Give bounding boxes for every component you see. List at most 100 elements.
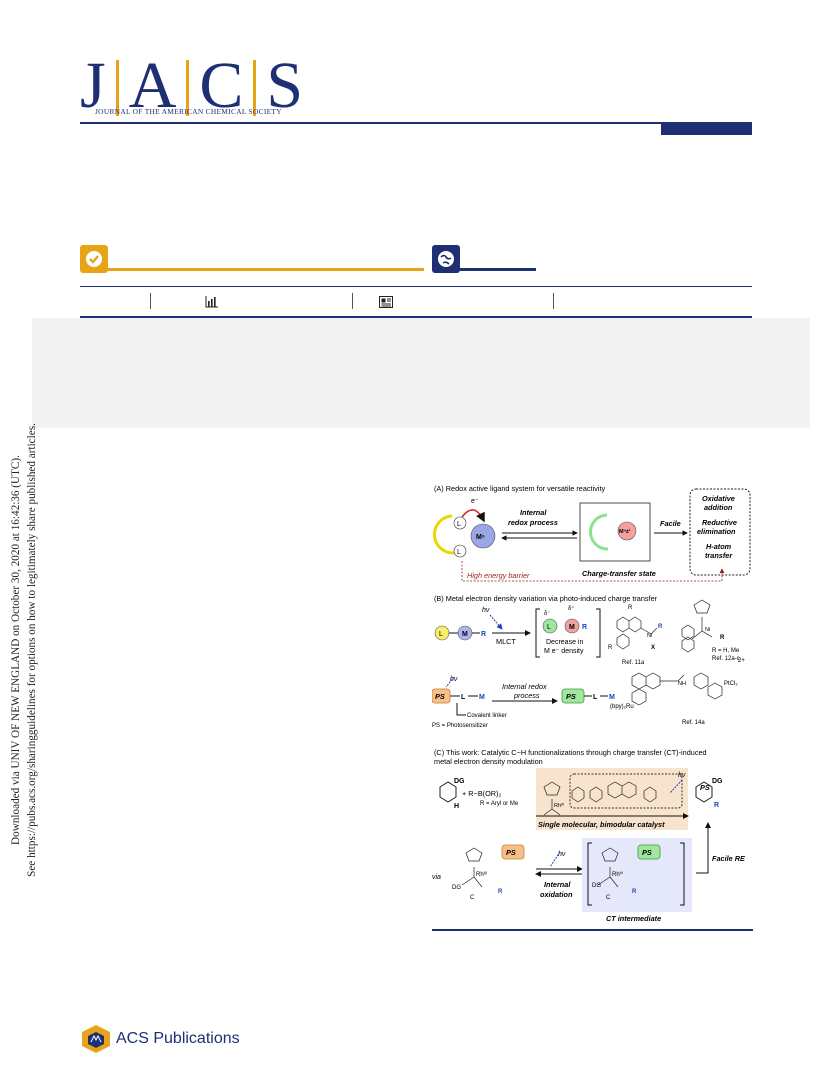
ps-label-c: PS [506, 848, 516, 857]
facile-re-label: Facile RE [712, 854, 746, 863]
density-label: M e⁻ density [544, 648, 584, 655]
metal-label-ct: M [569, 624, 575, 631]
dg-label-mech: DG [452, 885, 461, 891]
logo-divider [186, 60, 190, 116]
logo-letter-a: A [128, 49, 177, 122]
ps-label: PS [435, 692, 445, 701]
c-label-ct: C [606, 895, 611, 901]
download-note-line1: Downloaded via UNIV OF NEW ENGLAND on Oc… [10, 455, 22, 845]
panel-c-title-2: metal electron density modulation [434, 757, 543, 766]
elimination-label: elimination [697, 527, 736, 536]
publisher-name[interactable]: ACS Publications [116, 1030, 240, 1047]
internal-label-c: Internal [544, 880, 571, 889]
r-label-ct-c: R [632, 889, 637, 895]
dg-label: DG [454, 778, 465, 785]
hv-label: hν [482, 607, 490, 614]
light-arrow-mech [549, 851, 561, 868]
check-icon[interactable] [80, 245, 108, 273]
metal-label-b: M [462, 631, 468, 638]
h-label: H [454, 803, 459, 810]
ligand-arc [432, 514, 455, 555]
ps-domain-box [569, 773, 683, 809]
metal-node [470, 523, 496, 549]
acs-hexagon-icon[interactable] [80, 1024, 112, 1059]
ru-pt-structure [631, 672, 723, 706]
ps-definition: PS = Photosensitizer [432, 723, 488, 729]
bar-chart-icon[interactable] [205, 295, 219, 313]
newspaper-icon[interactable] [379, 295, 393, 313]
catalyst-label: Single molecular, bimodular catalyst [538, 820, 665, 829]
ct-ligand-arc [589, 513, 609, 551]
r-label-ct: R [582, 624, 587, 631]
hv-label-c: hν [678, 772, 686, 779]
covalent-label: Covalent linker [467, 713, 507, 719]
journal-logo[interactable]: J A C S [80, 48, 303, 122]
addition-label: addition [704, 503, 733, 512]
download-note-line2[interactable]: See https://pubs.acs.org/sharingguidelin… [26, 423, 38, 877]
bracket [535, 608, 601, 658]
m-label-ps: M [479, 694, 485, 701]
open-access-bar [460, 268, 536, 271]
panel-c-title-1: (C) This work: Catalytic C−H functionali… [434, 748, 707, 757]
article-type-tab [661, 123, 752, 135]
ref-14a: Ref. 14a [682, 720, 705, 726]
reductive-label: Reductive [702, 518, 737, 527]
decrease-label: Decrease in [546, 639, 583, 646]
ps-ox-label: PS [566, 692, 576, 701]
process-label: process [513, 691, 540, 700]
panel-a-title: (A) Redox active ligand system for versa… [434, 484, 605, 493]
product-ring [695, 781, 713, 803]
delta-plus: δ⁺ [568, 605, 575, 612]
metrics-separator [150, 293, 151, 309]
header-rule [80, 122, 752, 124]
ni-label-2: Ni [705, 627, 710, 633]
logo-divider [115, 60, 119, 116]
linker-pointer [456, 703, 466, 716]
ligand-node [453, 516, 467, 530]
dg-label-product: DG [712, 778, 723, 785]
hv-label-mech: hν [558, 851, 566, 858]
logo-letter-j: J [80, 49, 106, 122]
ligand-label-b: L [439, 631, 443, 638]
rh-label-cat: Rhᴵᴵᴵ [554, 802, 564, 809]
metrics-rule-bottom [80, 316, 752, 318]
internal-label: Internal [520, 508, 547, 517]
re-arrow [696, 822, 711, 874]
ct-bracket [587, 842, 685, 906]
ni-label: Ni [647, 633, 652, 639]
r-sub-b4: R [720, 635, 725, 641]
cite-bar [108, 268, 424, 271]
via-label: via [432, 874, 441, 881]
nh-label: NH [678, 681, 686, 687]
m-label-ps2: M [609, 694, 615, 701]
oxidation-label: oxidation [540, 890, 573, 899]
light-arrow [489, 614, 503, 630]
ligand-label: L [457, 521, 461, 528]
barrier-label: High energy barrier [467, 571, 530, 580]
figure-bottom-rule [432, 929, 753, 931]
ct-metal-node [617, 521, 637, 541]
ptcl-label: PtCl₂ [724, 681, 738, 687]
delta-minus: δ⁻ [544, 611, 551, 617]
ps-ox-label-c: PS [642, 848, 652, 857]
boron-label: + R−B(OR)₂ [462, 789, 501, 798]
ref-12: Ref. 12a-c [712, 656, 740, 662]
metrics-separator [553, 293, 554, 309]
globe-icon[interactable] [432, 245, 460, 273]
metrics-separator [352, 293, 353, 309]
r-label-mech: R [498, 889, 503, 895]
abstract-band [32, 318, 810, 428]
ct-metal-label: Mⁿ±¹ [619, 528, 631, 535]
x-label: X [651, 645, 655, 651]
ps-ox-box-c [637, 844, 661, 860]
h-atom-label: H-atom [706, 542, 732, 551]
l-label-ps: L [461, 694, 466, 701]
reactivity-box [689, 488, 751, 576]
oxidative-label: Oxidative [702, 494, 735, 503]
r-sub-b1: R [628, 605, 633, 611]
journal-full-name: JOURNAL OF THE AMERICAN CHEMICAL SOCIETY [95, 107, 282, 116]
r-sub-b3: R [658, 624, 663, 630]
hv-label-2: hν [450, 676, 458, 683]
rhme-label: R = H, Me [712, 648, 740, 654]
ref-11a: Ref. 11a [622, 660, 645, 666]
